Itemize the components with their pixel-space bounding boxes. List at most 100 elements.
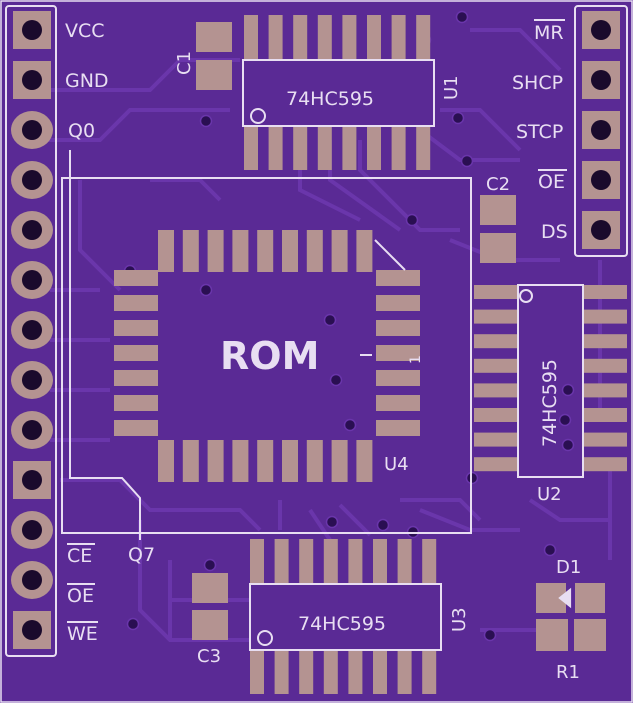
label-q7: Q7 xyxy=(128,544,155,566)
via-7 xyxy=(323,313,337,327)
u1-top-pad-7 xyxy=(416,15,431,59)
c1-ref-label: C1 xyxy=(174,51,195,75)
u3-top-pad-7 xyxy=(422,539,437,583)
u4-right-pad-4 xyxy=(376,370,420,386)
left-pin-hole-7 xyxy=(22,370,42,390)
u3-ref-label: U3 xyxy=(449,607,470,632)
trace-20 xyxy=(338,503,372,537)
via-11 xyxy=(203,558,217,572)
c3-pad-bot xyxy=(192,610,228,640)
u1-top-pad-1 xyxy=(268,15,283,59)
trace-22 xyxy=(528,498,610,522)
u1-bot-pad-5 xyxy=(367,126,381,170)
u3-top-pad-1 xyxy=(274,539,289,583)
via-17 xyxy=(543,543,557,557)
u2-part-label: 74HC595 xyxy=(539,359,561,447)
u4-left-pad-0 xyxy=(114,270,158,286)
u3-top-pad-4 xyxy=(348,539,363,583)
left-pin-hole-10 xyxy=(22,520,42,540)
u4-bot-pad-1 xyxy=(182,440,199,482)
u3-part-label: 74HC595 xyxy=(298,613,386,635)
u4-right-pad-1 xyxy=(376,295,420,311)
u4-bot-pad-6 xyxy=(306,440,323,482)
left-pin-hole-3 xyxy=(22,170,42,190)
u4-top-pad-0 xyxy=(158,230,174,272)
u2-left-pad-1 xyxy=(474,309,518,324)
u1-top-pad-2 xyxy=(293,15,308,59)
via-13 xyxy=(325,515,339,529)
d1-ref-label: D1 xyxy=(556,557,581,578)
trace-17 xyxy=(400,498,482,522)
u4-right-pad-3 xyxy=(376,345,420,361)
u4-top-pad-2 xyxy=(207,230,224,272)
c2-pad-bot xyxy=(480,233,516,263)
r1-pad-a xyxy=(536,619,568,651)
u2-pin1-dot xyxy=(519,289,533,303)
trace-19 xyxy=(308,508,332,542)
u3-bot-pad-5 xyxy=(373,650,387,694)
label-oe-right: OE xyxy=(538,171,565,193)
via-9 xyxy=(343,418,357,432)
u4-top-pad-1 xyxy=(182,230,199,272)
c3-pad-top xyxy=(192,573,228,603)
u4-left-pad-6 xyxy=(114,420,158,436)
u1-top-pad-5 xyxy=(367,15,381,59)
u1-bot-pad-1 xyxy=(268,126,283,170)
label-shcp: SHCP xyxy=(512,72,563,94)
u1-bot-pad-3 xyxy=(317,126,332,170)
u4-left-pad-2 xyxy=(114,320,158,336)
via-3 xyxy=(451,111,465,125)
u2-left-pad-7 xyxy=(474,457,518,472)
via-4 xyxy=(460,154,474,168)
u4-chamfer xyxy=(374,239,406,271)
trace-1 xyxy=(40,108,230,142)
c1-pad-top xyxy=(196,22,232,52)
right-pin-hole-1 xyxy=(591,70,611,90)
u4-bot-pad-0 xyxy=(158,440,174,482)
u3-bot-pad-1 xyxy=(274,650,289,694)
via-5 xyxy=(405,213,419,227)
u2-right-pad-5 xyxy=(583,408,627,422)
u2-left-pad-3 xyxy=(474,358,518,373)
u3-top-pad-5 xyxy=(373,539,387,583)
left-pin-hole-5 xyxy=(22,270,42,290)
left-pin-hole-12 xyxy=(22,620,42,640)
left-pin-hole-8 xyxy=(22,420,42,440)
overline-marks xyxy=(67,19,567,623)
u1-top-pad-6 xyxy=(391,15,406,59)
trace-13 xyxy=(418,128,520,162)
trace-12 xyxy=(358,140,460,232)
u1-top-pad-3 xyxy=(317,15,332,59)
u1-outline xyxy=(242,59,435,127)
via-2 xyxy=(199,114,213,128)
u1-bot-pad-6 xyxy=(391,126,406,170)
left-pin-hole-4 xyxy=(22,220,42,240)
trace-24 xyxy=(150,178,222,202)
left-pin-hole-6 xyxy=(22,320,42,340)
u4-bot-pad-7 xyxy=(331,440,348,482)
u4-bot-pad-2 xyxy=(207,440,224,482)
d1-pad-k xyxy=(575,583,605,613)
u3-top-pad-0 xyxy=(250,539,264,583)
u2-right-pad-3 xyxy=(583,358,627,373)
u3-top-pad-2 xyxy=(299,539,314,583)
u1-pin1-dot xyxy=(250,108,266,124)
u3-top-pad-6 xyxy=(397,539,412,583)
via-18 xyxy=(561,383,575,397)
right-pin-hole-4 xyxy=(591,220,611,240)
u3-bot-pad-7 xyxy=(422,650,437,694)
via-6 xyxy=(199,283,213,297)
u1-part-label: 74HC595 xyxy=(286,88,374,110)
u4-right-pad-6 xyxy=(376,420,420,436)
left-pin-hole-1 xyxy=(22,70,42,90)
left-header-outline xyxy=(5,5,57,657)
u2-ref-label: U2 xyxy=(537,484,562,505)
u4-top-pad-5 xyxy=(282,230,298,272)
u3-bot-pad-4 xyxy=(348,650,363,694)
right-pin-hole-2 xyxy=(591,120,611,140)
right-pin-hole-0 xyxy=(591,20,611,40)
u3-bot-pad-0 xyxy=(250,650,264,694)
via-8 xyxy=(329,373,343,387)
